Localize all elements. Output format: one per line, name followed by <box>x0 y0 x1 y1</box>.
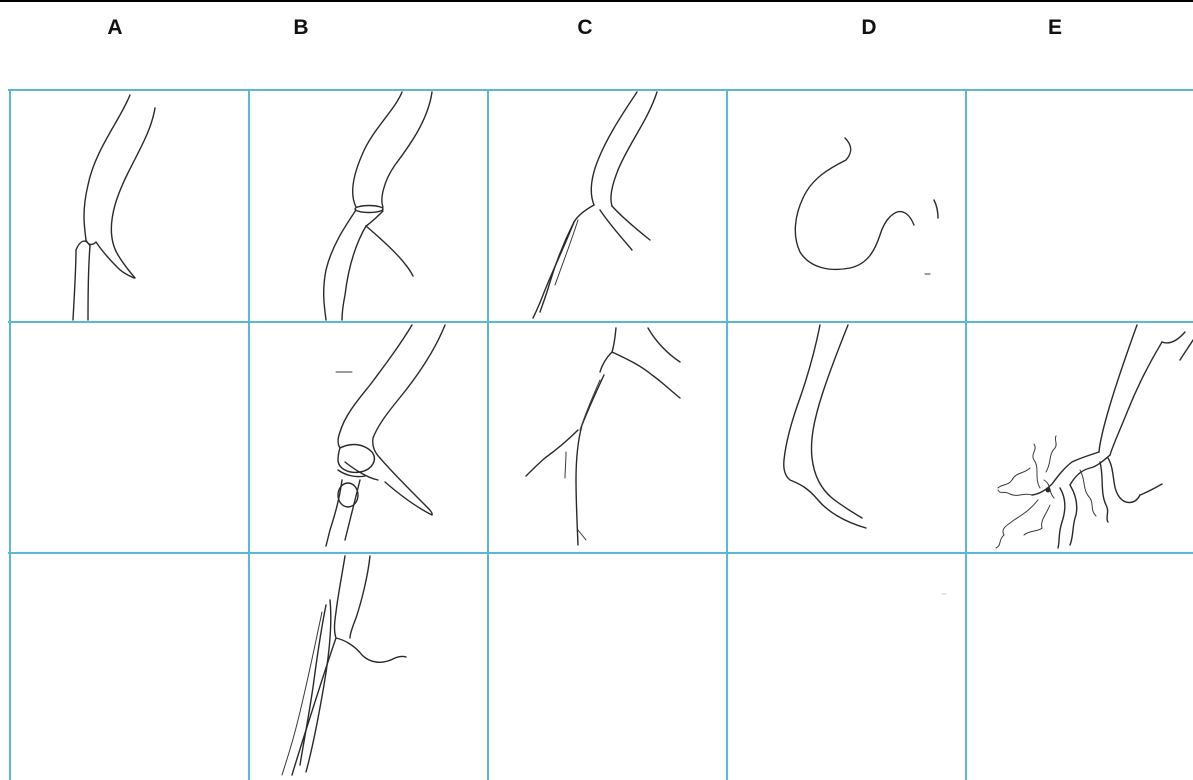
sketch-b2 <box>326 325 445 546</box>
sketch-c2 <box>526 328 680 545</box>
sketch-d1 <box>795 138 938 274</box>
sketch-d2 <box>784 325 866 528</box>
grid-lines <box>8 90 1193 780</box>
sketch-a1 <box>73 95 155 320</box>
sketch-e2 <box>996 325 1193 548</box>
sketch-c1 <box>533 92 657 318</box>
sketch-b1 <box>324 92 432 320</box>
sketch-b3 <box>282 556 406 775</box>
sketch-e2-dot <box>1046 488 1051 493</box>
